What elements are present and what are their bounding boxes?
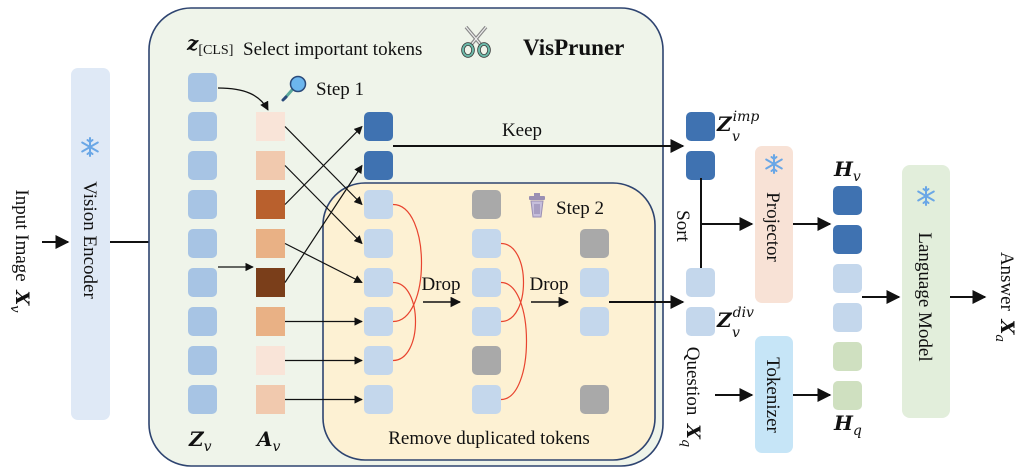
remaining-token <box>364 190 393 219</box>
answer-label: Answer Xa <box>992 252 1018 342</box>
keep-label: Keep <box>502 120 542 141</box>
similarity-link <box>392 281 417 362</box>
selection-arrow <box>284 125 363 205</box>
visual-token <box>188 385 217 414</box>
svg-text:Input Image Xv: Input Image Xv <box>7 189 33 313</box>
question-label: Question Xq <box>678 347 704 447</box>
remaining-token <box>364 268 393 297</box>
dropped-token <box>472 346 501 375</box>
hv-label: Hv <box>833 157 861 185</box>
visual-token <box>188 346 217 375</box>
visual-hidden-token <box>833 264 862 293</box>
text-hidden-token <box>833 381 862 410</box>
attention-score-token <box>256 190 285 219</box>
sort-label: Sort <box>672 210 693 242</box>
important-output-token <box>686 112 715 141</box>
remaining-token <box>580 268 609 297</box>
dropped-token <box>472 190 501 219</box>
visual-token <box>188 112 217 141</box>
similarity-link <box>500 281 528 401</box>
remaining-token <box>472 307 501 336</box>
attention-score-token <box>256 151 285 180</box>
similarity-link <box>500 242 525 323</box>
attention-score-token <box>256 385 285 414</box>
input-image-label: Input Image Xv <box>7 189 33 313</box>
important-output-token <box>686 151 715 180</box>
attention-score-token <box>256 268 285 297</box>
visual-hidden-token <box>833 186 862 215</box>
visual-token <box>188 268 217 297</box>
tokenizer-box: Tokenizer <box>755 336 793 453</box>
step2-label: Step 2 <box>556 198 604 219</box>
language-model-box: Language Model <box>902 165 950 418</box>
vision-encoder-label: Vision Encoder <box>79 181 100 299</box>
remaining-token <box>364 229 393 258</box>
attention-score-token <box>256 307 285 336</box>
important-token <box>364 151 393 180</box>
diverse-output-token <box>686 307 715 336</box>
trash-icon <box>529 193 545 218</box>
step1-label: Step 1 <box>316 79 364 100</box>
drop-label-2: Drop <box>529 274 568 295</box>
text-hidden-token <box>833 342 862 371</box>
svg-text:Question Xq: Question Xq <box>678 347 704 447</box>
similarity-link <box>392 203 423 323</box>
svg-text:Answer Xa: Answer Xa <box>992 252 1018 342</box>
visual-hidden-token <box>833 225 862 254</box>
scissors-icon <box>461 25 491 58</box>
magnifier-icon <box>281 75 307 102</box>
zv-label: Zv <box>188 427 212 455</box>
diverse-output-token <box>686 268 715 297</box>
cls-token <box>188 73 217 102</box>
visual-token <box>188 151 217 180</box>
z-div-label: Zdiv <box>716 305 754 332</box>
selection-arrow <box>284 165 363 245</box>
remaining-token <box>472 385 501 414</box>
av-label: Av <box>255 427 281 455</box>
z-imp-label: Zimp <box>716 109 759 136</box>
projector-label: Projector <box>762 192 783 262</box>
hq-label: Hq <box>833 411 862 439</box>
select-important-tokens-label: Select important tokens <box>243 39 422 60</box>
selection-arrow <box>284 164 363 283</box>
language-model-label: Language Model <box>914 232 935 361</box>
remaining-token <box>580 307 609 336</box>
vispruner-title: VisPruner <box>523 35 624 60</box>
remove-duplicated-label: Remove duplicated tokens <box>388 428 590 449</box>
z-div-sub: v <box>732 325 740 341</box>
remaining-token <box>364 346 393 375</box>
cls-attention-arrow <box>217 87 269 111</box>
visual-token <box>188 229 217 258</box>
z-imp-sub: v <box>732 129 740 145</box>
dropped-token <box>580 385 609 414</box>
tokenizer-label: Tokenizer <box>762 357 783 433</box>
remaining-token <box>472 268 501 297</box>
visual-hidden-token <box>833 303 862 332</box>
dropped-token <box>580 229 609 258</box>
vision-encoder-box: Vision Encoder <box>71 68 110 420</box>
visual-token <box>188 190 217 219</box>
remaining-token <box>472 229 501 258</box>
remaining-token <box>364 307 393 336</box>
projector-box: Projector <box>755 146 793 303</box>
attention-score-token <box>256 112 285 141</box>
selection-arrow <box>284 242 363 284</box>
attention-score-token <box>256 346 285 375</box>
important-token <box>364 112 393 141</box>
attention-score-token <box>256 229 285 258</box>
visual-token <box>188 307 217 336</box>
drop-label-1: Drop <box>421 274 460 295</box>
remaining-token <box>364 385 393 414</box>
cls-token-label: z[CLS] <box>186 31 233 58</box>
